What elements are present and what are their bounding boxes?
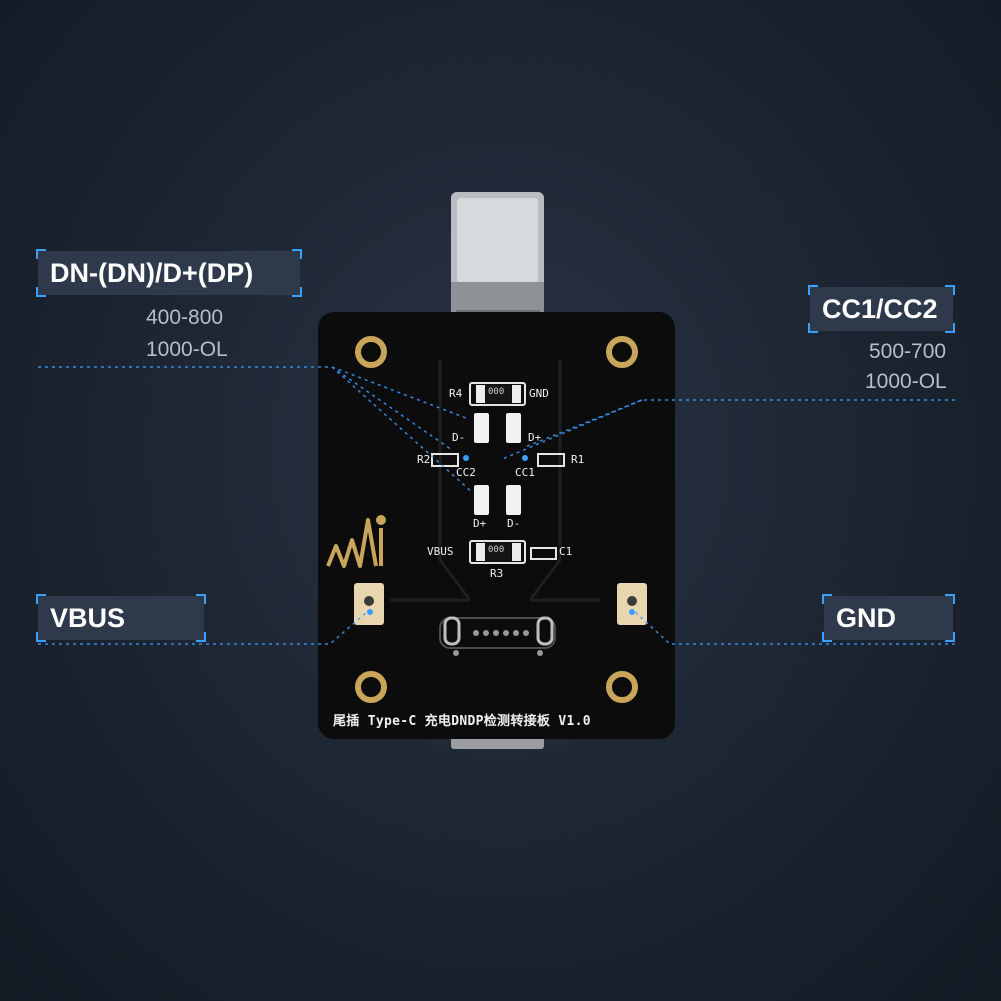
dn-dp-value-1: 400-800 bbox=[146, 306, 224, 329]
callout-gnd: GND bbox=[822, 594, 955, 642]
silk-cc1: CC1 bbox=[515, 466, 535, 479]
callout-dn-dp: DN-(DN)/D+(DP) bbox=[36, 249, 302, 297]
silk-r3-code: 000 bbox=[488, 545, 505, 555]
cc-value-1: 500-700 bbox=[869, 340, 947, 363]
silk-r2: R2 bbox=[417, 453, 431, 466]
cc-value-2: 1000-OL bbox=[865, 370, 947, 393]
dn-dp-value-2: 1000-OL bbox=[146, 338, 228, 361]
silk-d-plus-top: D+ bbox=[528, 431, 542, 444]
callout-dn-dp-label: DN-(DN)/D+(DP) bbox=[50, 258, 254, 288]
leader-lines bbox=[38, 366, 955, 645]
silk-d-minus-top: D- bbox=[452, 431, 466, 444]
silk-cc2: CC2 bbox=[456, 466, 476, 479]
connector-footprint bbox=[439, 616, 556, 656]
silk-gnd: GND bbox=[529, 387, 549, 400]
silk-vbus: VBUS bbox=[427, 545, 454, 558]
silk-r1: R1 bbox=[571, 453, 585, 466]
callout-cc: CC1/CC2 bbox=[808, 285, 955, 333]
test-pads bbox=[474, 413, 521, 515]
callout-vbus-label: VBUS bbox=[50, 603, 126, 633]
callout-gnd-label: GND bbox=[836, 603, 896, 633]
silk-r3: R3 bbox=[490, 567, 504, 580]
mounting-holes bbox=[355, 336, 638, 703]
gnd-pad bbox=[617, 583, 647, 625]
silk-r4: R4 bbox=[449, 387, 463, 400]
vbus-pad bbox=[354, 583, 384, 625]
callout-vbus: VBUS bbox=[36, 594, 206, 642]
silk-c1: C1 bbox=[559, 545, 573, 558]
silk-r4-code: 000 bbox=[488, 387, 505, 397]
silk-d-plus-bot: D+ bbox=[473, 517, 487, 530]
maai-logo bbox=[326, 515, 386, 568]
silk-d-minus-bot: D- bbox=[507, 517, 521, 530]
board-title: 尾插 Type-C 充电DNDP检测转接板 V1.0 bbox=[333, 714, 591, 729]
callout-cc-label: CC1/CC2 bbox=[822, 294, 938, 324]
